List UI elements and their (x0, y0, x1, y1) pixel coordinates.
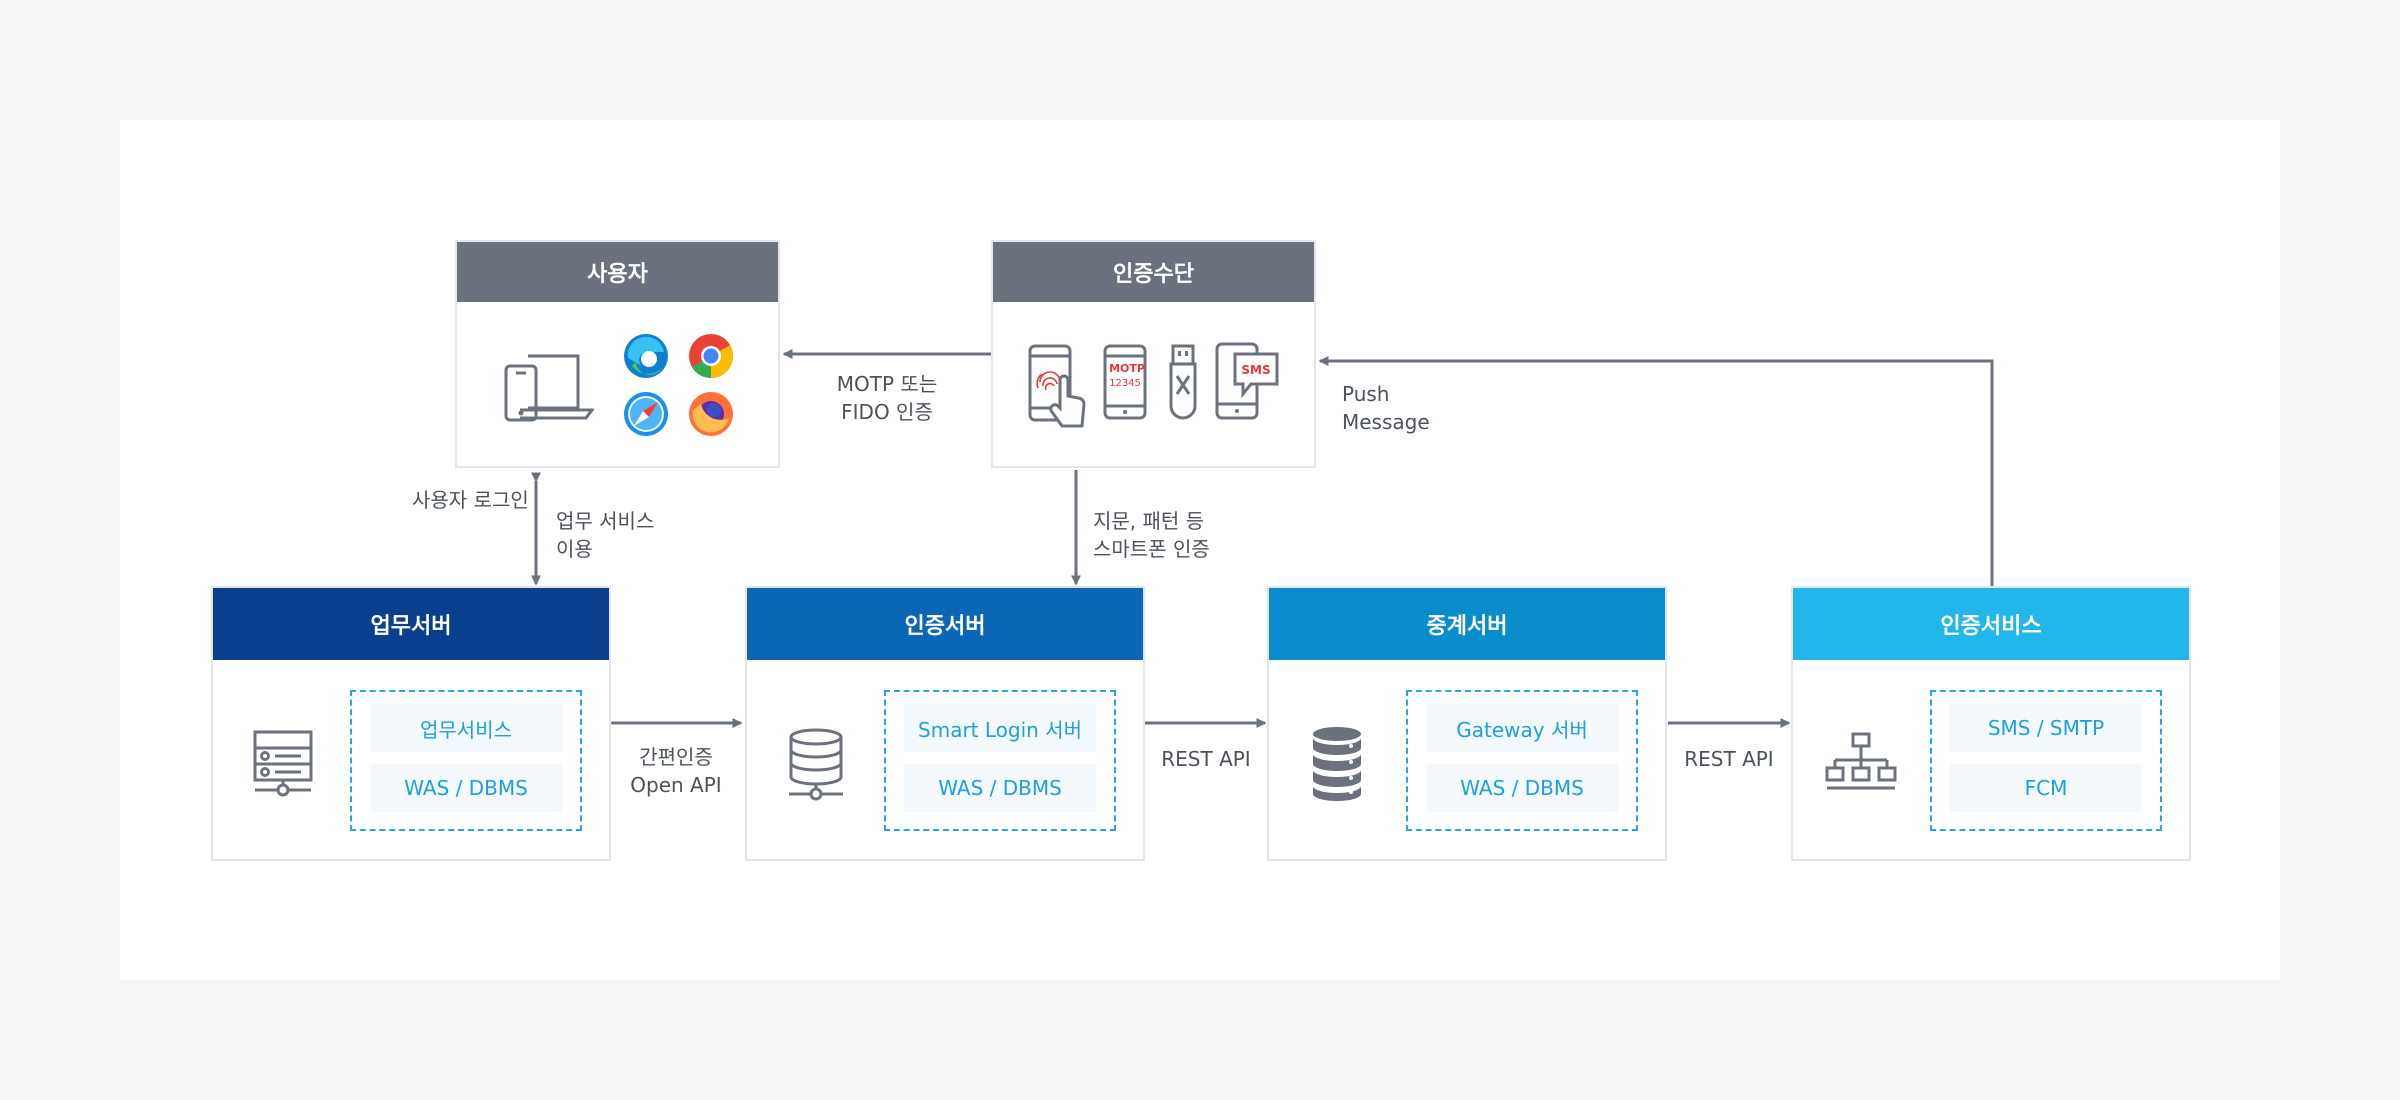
arrow-service-to-auth-means (1318, 356, 1994, 586)
relay-server-components: Gateway 서버 WAS / DBMS (1406, 690, 1638, 831)
work-server-components: 업무서비스 WAS / DBMS (350, 690, 582, 831)
sms-text: SMS (1241, 363, 1270, 377)
push-line-1: Push (1342, 382, 1390, 406)
sms-phone-icon: SMS (1215, 342, 1279, 420)
server-icon (253, 730, 313, 797)
push-message-label: Push Message (1342, 380, 1430, 436)
biometric-line-2: 스마트폰 인증 (1093, 537, 1210, 561)
motp-fido-line-1: MOTP 또는 (836, 372, 938, 396)
edge-browser-icon (624, 334, 668, 378)
auth-service-node: 인증서비스 SMS / SMTP FCM (1791, 586, 2191, 861)
relay-server-node: 중계서버 Gateway 서버 WAS / DBMS (1267, 586, 1667, 861)
push-line-2: Message (1342, 410, 1430, 434)
auth-service-components: SMS / SMTP FCM (1930, 690, 2162, 831)
motp-fido-label: MOTP 또는 FIDO 인증 (812, 370, 962, 426)
user-node-title: 사용자 (457, 242, 778, 302)
work-use-line-2: 이용 (556, 537, 593, 561)
devices-icon (504, 354, 594, 422)
component-item: WAS / DBMS (904, 764, 1096, 812)
component-item: FCM (1950, 764, 2142, 812)
safari-browser-icon (624, 392, 668, 436)
motp-phone-icon: MOTP 12345 (1103, 344, 1147, 420)
work-server-title: 업무서버 (213, 588, 609, 660)
motp-text: MOTP (1109, 362, 1145, 375)
motp-code: 12345 (1109, 378, 1141, 389)
component-item: Smart Login 서버 (904, 704, 1096, 752)
database-icon (789, 728, 843, 801)
simple-auth-label: 간편인증 Open API (616, 743, 736, 799)
component-item: WAS / DBMS (370, 764, 562, 812)
user-node: 사용자 (455, 240, 780, 468)
fingerprint-phone-icon (1028, 344, 1086, 428)
auth-server-node: 인증서버 Smart Login 서버 WAS / DBMS (745, 586, 1145, 861)
auth-server-title: 인증서버 (747, 588, 1143, 660)
simple-auth-line-2: Open API (630, 773, 722, 797)
work-server-node: 업무서버 업무서비스 WAS / DBMS (211, 586, 611, 861)
component-item: WAS / DBMS (1426, 764, 1618, 812)
auth-means-node: 인증수단 MOTP 12345 (991, 240, 1316, 468)
biometric-line-1: 지문, 패턴 등 (1093, 509, 1205, 533)
usb-key-icon (1169, 344, 1197, 420)
work-use-label: 업무 서비스 이용 (556, 507, 654, 563)
component-item: Gateway 서버 (1426, 704, 1618, 752)
auth-service-title: 인증서비스 (1793, 588, 2189, 660)
component-item: SMS / SMTP (1950, 704, 2142, 752)
work-use-line-1: 업무 서비스 (556, 509, 655, 533)
component-item: 업무서비스 (370, 704, 562, 752)
rest-api-label-2: REST API (1684, 747, 1774, 771)
user-login-label: 사용자 로그인 (412, 488, 529, 512)
auth-server-components: Smart Login 서버 WAS / DBMS (884, 690, 1116, 831)
simple-auth-line-1: 간편인증 (639, 745, 713, 769)
chrome-browser-icon (689, 334, 733, 378)
auth-means-node-title: 인증수단 (993, 242, 1314, 302)
rest-api-label-1: REST API (1161, 747, 1251, 771)
network-icon (1825, 732, 1897, 790)
biometric-label: 지문, 패턴 등 스마트폰 인증 (1093, 507, 1210, 563)
motp-fido-line-2: FIDO 인증 (841, 400, 933, 424)
relay-server-title: 중계서버 (1269, 588, 1665, 660)
firefox-browser-icon (689, 392, 733, 436)
database-stack-icon (1313, 727, 1361, 801)
